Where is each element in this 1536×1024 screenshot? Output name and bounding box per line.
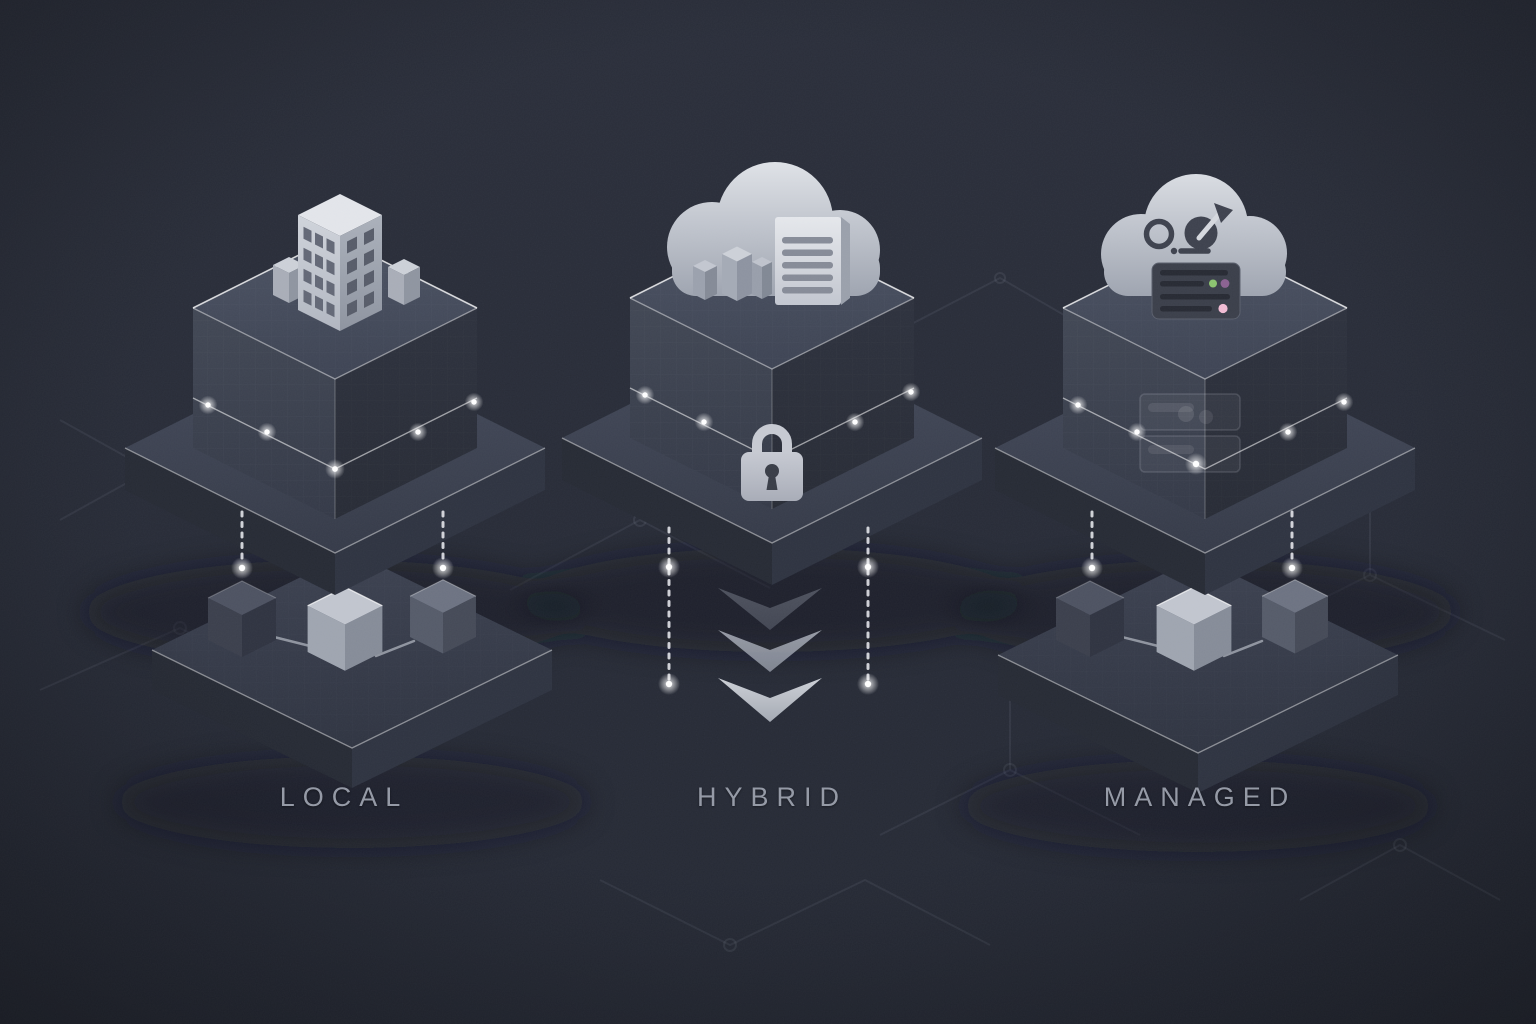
label-hybrid: HYBRID <box>696 782 848 812</box>
label-managed: MANAGED <box>1103 782 1297 812</box>
label-local: LOCAL <box>279 782 409 812</box>
